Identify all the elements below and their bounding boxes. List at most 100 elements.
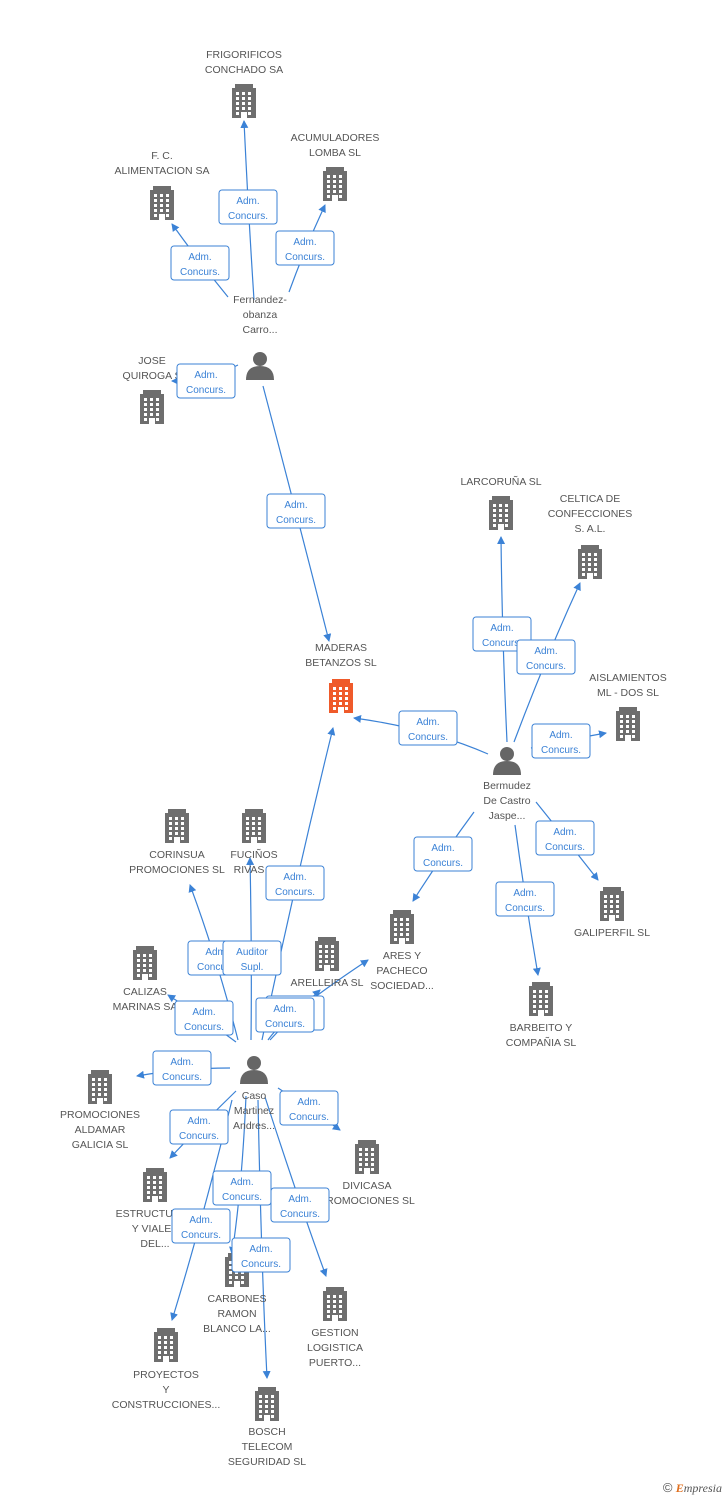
node-label: FRIGORIFICOS — [206, 49, 282, 61]
node-label: De Castro — [483, 795, 530, 807]
edge-label-text: Concurs. — [526, 661, 566, 672]
building-icon — [489, 496, 513, 530]
node-ares[interactable]: ARES YPACHECOSOCIEDAD... — [370, 910, 434, 992]
edge-label-box[interactable]: Adm. Concurs. — [266, 493, 326, 529]
node-label: CELTICA DE — [560, 493, 621, 505]
edge-label-box[interactable]: Adm.Concurs. — [270, 1187, 330, 1223]
node-label: RIVAS S — [234, 864, 275, 876]
node-label: BLANCO LA... — [203, 1323, 271, 1335]
node-fc-alimentacion[interactable]: F. C.ALIMENTACION SA — [115, 150, 210, 220]
node-gestion[interactable]: GESTIONLOGISTICAPUERTO... — [307, 1287, 363, 1369]
node-label: Andres... — [233, 1120, 275, 1132]
node-arelleira[interactable]: ARELLEIRA SL — [291, 937, 364, 989]
brand-initial: E — [675, 1481, 684, 1495]
node-caso[interactable]: CasoMartinezAndres... — [233, 1056, 275, 1132]
node-label: BETANZOS SL — [305, 657, 377, 669]
edge-label-box[interactable]: Adm.Concurs. — [170, 245, 230, 281]
edge-label-text: Adm. — [187, 1116, 210, 1127]
edge-label-text: Supl. — [241, 962, 264, 973]
edge-label-text: Adm. — [205, 947, 228, 958]
edge-label-text: Concurs. — [228, 211, 268, 222]
edge-label-box[interactable]: Adm.Concurs. — [472, 616, 532, 652]
building-icon — [242, 809, 266, 843]
building-icon — [323, 1287, 347, 1321]
edge-label-box[interactable]: Adm. Concurs. — [279, 1090, 339, 1126]
edge-label-box[interactable]: Adm.Concurs. — [176, 363, 236, 399]
brand-logo: Empresia — [676, 1481, 722, 1495]
edge-label-box[interactable]: Adm.Concurs. — [265, 865, 325, 901]
edge-label-box[interactable]: Adm.Concurs. — [218, 189, 278, 225]
edge-label-text: Concurs. — [276, 515, 316, 526]
node-label: JOSE — [138, 355, 165, 367]
node-label: SEGURIDAD SL — [228, 1456, 306, 1468]
node-label: PROMOCIONES SL — [319, 1195, 415, 1207]
person-icon — [246, 352, 274, 380]
node-label: Y VIALES — [132, 1223, 179, 1235]
edge-label-text: Adm. — [297, 1097, 320, 1108]
building-icon — [140, 390, 164, 424]
node-larcoruna[interactable]: LARCORUÑA SL — [460, 475, 542, 530]
edge-label-box[interactable]: Adm.Concurs. — [495, 881, 555, 917]
node-label: Jaspe... — [489, 810, 526, 822]
node-label: CONCHADO SA — [205, 64, 283, 76]
edge-label-text: Auditor — [236, 947, 268, 958]
edge-label-text: Concurs. — [505, 903, 545, 914]
edge-label-text: Concurs. — [280, 1209, 320, 1220]
edge-label-text: Concurs. — [186, 385, 226, 396]
node-proyectos[interactable]: PROYECTOSYCONSTRUCCIONES... — [112, 1328, 221, 1411]
node-label: LOGISTICA — [307, 1342, 363, 1354]
edge-label-box[interactable]: Adm.Concurs. — [174, 1000, 234, 1036]
edge-label-box[interactable]: Adm.Concurs. — [531, 723, 591, 759]
edge-label-box[interactable]: Adm.Concurs. — [231, 1237, 291, 1273]
edge-label-text: Concurs. — [289, 1112, 329, 1123]
node-label: Caso — [242, 1090, 267, 1102]
node-label: Y — [162, 1384, 169, 1396]
node-fernandez[interactable]: Fernandez-obanzaCarro... — [233, 294, 287, 380]
edge-label-box[interactable]: Adm.Concurs. — [169, 1109, 229, 1145]
edge-label-text: Concurs. — [265, 1019, 305, 1030]
node-frigorificos[interactable]: FRIGORIFICOS CONCHADO SA — [205, 49, 283, 118]
edge-label-box[interactable]: Adm.Concurs. — [398, 710, 458, 746]
building-icon — [255, 1387, 279, 1421]
node-label: obanza — [243, 309, 278, 321]
edge-label-box[interactable]: Adm.Concurs. — [516, 639, 576, 675]
edge-label-text: Concurs. — [162, 1072, 202, 1083]
node-galiperfil[interactable]: GALIPERFIL SL — [574, 887, 650, 939]
edge-label-text: Adm. — [553, 827, 576, 838]
edge-label-box[interactable]: Adm.Concurs. — [212, 1170, 272, 1206]
edge-label-text: Adm. — [416, 717, 439, 728]
edge-label-box[interactable]: Adm.Concurs. — [413, 836, 473, 872]
edge-label-box[interactable]: Adm.Concurs. — [255, 997, 315, 1033]
node-label: ACUMULADORES — [291, 132, 380, 144]
edge-label-box[interactable]: Adm.Concurs. — [152, 1050, 212, 1086]
node-label: DEL... — [140, 1238, 169, 1250]
edge-label-box[interactable]: Adm.Concurs. — [171, 1208, 231, 1244]
edge-label-text: Adm. — [284, 500, 307, 511]
edge-label-box[interactable]: Adm.Concurs. — [275, 230, 335, 266]
edge-label-text: Concurs. — [184, 1022, 224, 1033]
edge-label-text: Adm. — [293, 237, 316, 248]
footer-brand: © Empresia — [663, 1480, 722, 1496]
edge-label-text: Concurs. — [482, 638, 522, 649]
edge-label-box[interactable]: Adm.Concurs. — [535, 820, 595, 856]
node-label: Carro... — [242, 324, 277, 336]
node-label: F. C. — [151, 150, 173, 162]
building-icon — [232, 84, 256, 118]
edge-label-text: Concurs. — [423, 858, 463, 869]
building-icon — [143, 1168, 167, 1202]
